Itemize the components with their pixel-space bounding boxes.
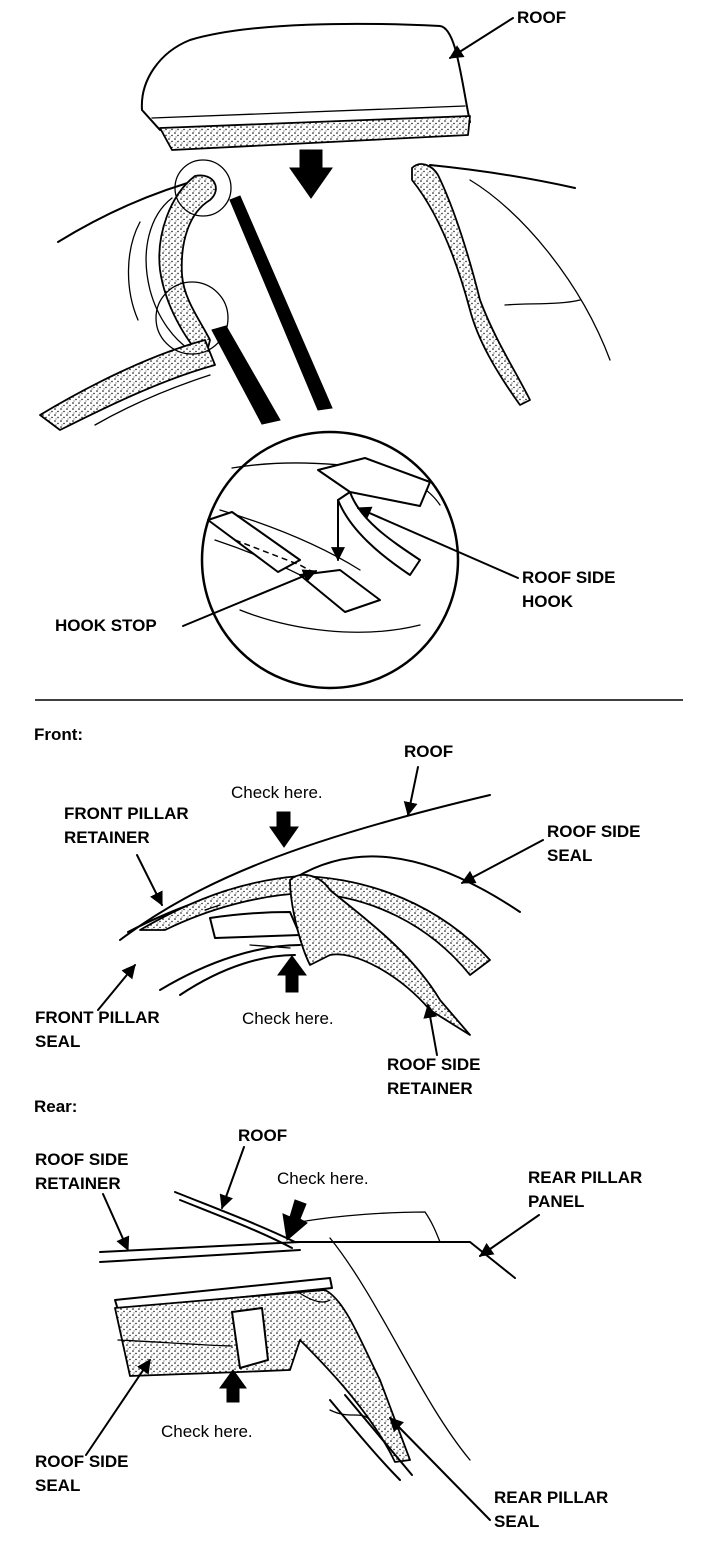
front-heading: Front: [34,725,84,744]
rear-check-arrow-top [282,1199,308,1241]
front-pillar-seal-label: FRONT PILLAR SEAL [35,1008,160,1051]
front-check-arrow-bottom [277,955,307,993]
magnify-leader-right [229,195,333,411]
roof-label: ROOF [517,8,567,27]
rear-check-arrow-bottom [219,1369,247,1403]
rear-pillar-seal-label: REAR PILLAR SEAL [494,1488,609,1531]
rear-check-bottom-label: Check here. [161,1422,253,1441]
roof-panel [140,22,471,151]
rear-roof-side-seal-label: ROOF SIDE SEAL [35,1452,129,1495]
lowering-arrow [289,149,333,199]
roof-leader [449,17,514,59]
detail-circle-lower [155,281,229,355]
left-pillar [39,174,217,431]
rear-section-illustration [85,1146,540,1521]
front-roof-label: ROOF [404,742,454,761]
roof-side-hook-label: ROOF SIDE HOOK [522,568,616,611]
rear-roof-label: ROOF [238,1126,288,1145]
magnified-detail [200,430,460,690]
front-check-arrow-top [269,811,299,848]
front-check-top-label: Check here. [231,783,323,802]
magnify-leader-left [211,325,281,425]
roof-installation-illustration [39,17,611,690]
detail-circle-upper [174,159,232,217]
rear-pillar-panel-label: REAR PILLAR PANEL [528,1168,643,1211]
right-pillar [411,163,611,406]
rear-roof-side-retainer-label: ROOF SIDE RETAINER [35,1150,129,1193]
rear-heading: Rear: [34,1097,78,1116]
front-check-bottom-label: Check here. [242,1009,334,1028]
front-pillar-retainer-label: FRONT PILLAR RETAINER [64,804,189,847]
hook-stop-label: HOOK STOP [55,616,157,635]
rear-check-top-label: Check here. [277,1169,369,1188]
roof-side-hook-leader [356,506,519,579]
front-section-illustration [97,766,544,1056]
hook-stop-leader [182,569,318,627]
front-roof-side-retainer-label: ROOF SIDE RETAINER [387,1055,481,1098]
front-roof-side-seal-label: ROOF SIDE SEAL [547,822,641,865]
